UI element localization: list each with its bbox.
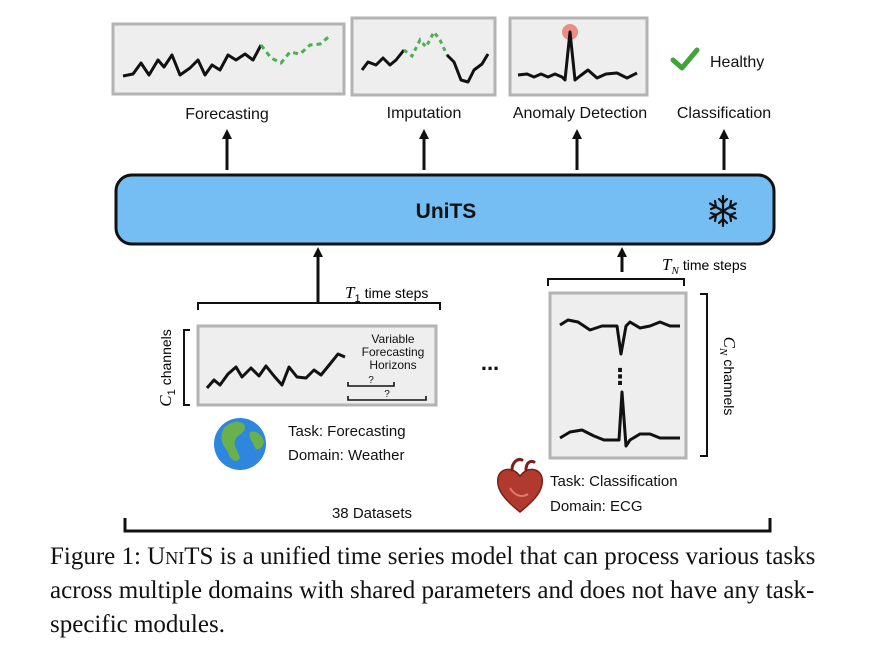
right-channels-label: CNchannels [717,337,739,416]
forecasting-panel [111,22,346,96]
checkmark-icon [670,47,700,71]
ecg-series-bottom [559,390,680,448]
left-channels-label: C1channels [156,329,178,407]
channels-vdots: ⋮ [609,364,631,389]
left-time-bracket [197,302,441,310]
imputation-label: Imputation [387,105,462,122]
caption-text: is a unified time series model that can … [50,543,816,638]
forecast-history-series [122,44,263,78]
classification-output: Healthy [670,47,764,71]
anomaly-panel [508,16,649,97]
globe-icon [214,418,266,470]
right-input-panel: ⋮ [548,291,688,460]
forecasting-label: Forecasting [185,106,269,123]
weather-series [205,352,346,389]
snowflake-icon [708,194,738,228]
horizons-line-2: Forecasting [362,345,425,359]
left-domain-label: Domain: Weather [288,447,404,464]
horizon-short-question: ? [368,375,374,386]
horizon-long-question: ? [384,389,390,400]
left-task-label: Task: Forecasting [288,423,406,440]
imputation-missing-series [403,29,449,59]
left-channel-bracket [183,329,190,406]
horizons-line-1: Variable [371,332,414,346]
anomaly-series [517,30,638,82]
right-time-bracket [547,278,685,286]
right-domain-label: Domain: ECG [550,498,643,515]
heart-icon [497,458,543,513]
caption-prefix: Figure 1: [50,543,148,570]
healthy-label: Healthy [710,54,764,71]
units-model-block: UniTS [114,173,776,246]
horizons-line-3: Horizons [369,358,416,372]
output-arrows [222,129,729,170]
figure-caption: Figure 1: UniTS is a unified time series… [50,540,850,642]
right-channel-bracket [700,293,708,457]
imputation-panel [350,16,497,97]
datasets-bracket [123,518,772,533]
forecast-prediction-series [259,33,332,65]
classification-label: Classification [677,105,771,122]
units-diagram: Forecasting Imputation Anomaly Detection… [111,16,776,533]
datasets-count-label: 38 Datasets [332,505,412,522]
anomaly-detection-label: Anomaly Detection [513,105,647,122]
left-input-panel: Variable Forecasting Horizons ? ? [196,324,438,407]
right-task-label: Task: Classification [550,473,678,490]
model-name: UniTS [416,200,477,223]
datasets-ellipsis: ... [481,350,499,375]
caption-model-name: UniTS [147,543,214,570]
ecg-series-top [559,318,680,356]
